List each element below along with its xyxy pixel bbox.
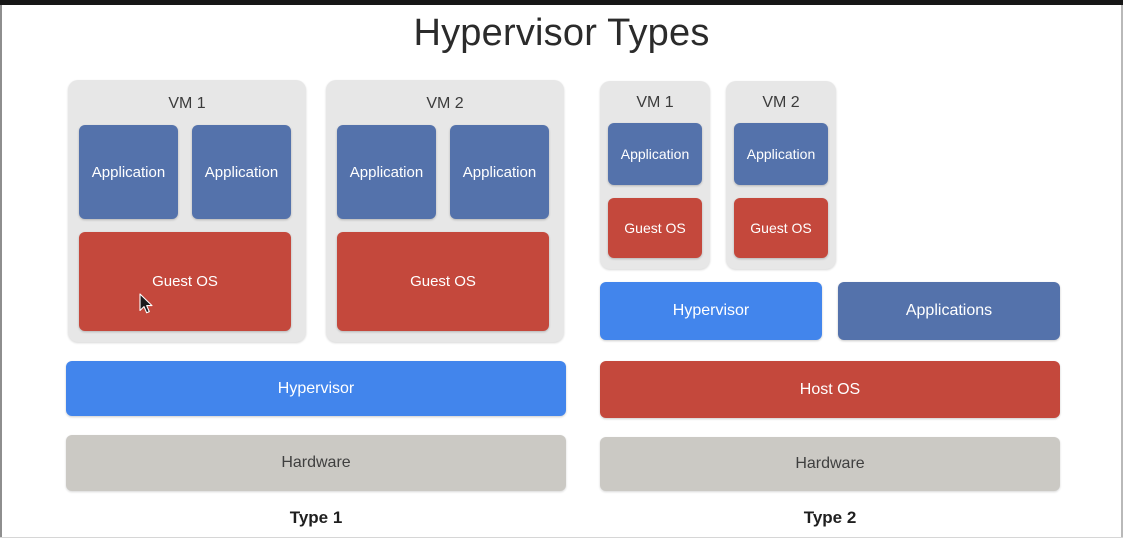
type1-vm1-app-2: Application bbox=[192, 125, 291, 219]
type1-vm1-guest-os: Guest OS bbox=[79, 232, 291, 331]
type2-caption: Type 2 bbox=[803, 508, 857, 527]
type1-vm2-app-2: Application bbox=[450, 125, 549, 219]
type1-vm2-container: VM 2 Application Application Guest OS bbox=[326, 80, 564, 342]
letterbox-top-bar bbox=[0, 0, 1123, 5]
type2-vm2-container: VM 2 Application Guest OS bbox=[726, 81, 836, 269]
type2-hypervisor-layer: Hypervisor bbox=[600, 282, 822, 340]
type2-vm1-container: VM 1 Application Guest OS bbox=[600, 81, 710, 269]
type1-vm1-app-1: Application bbox=[79, 125, 178, 219]
type2-hardware-layer: Hardware bbox=[600, 437, 1060, 491]
type2-vm1-guest-os: Guest OS bbox=[608, 198, 702, 258]
type1-vm1-label: VM 1 bbox=[168, 95, 206, 112]
type2-vm2-guest-os: Guest OS bbox=[734, 198, 828, 258]
frame-right-edge bbox=[1121, 5, 1123, 538]
type1-caption: Type 1 bbox=[289, 508, 343, 527]
type1-hypervisor-layer: Hypervisor bbox=[66, 361, 566, 416]
type1-vm2-label: VM 2 bbox=[426, 95, 464, 112]
type1-vm2-app-1: Application bbox=[337, 125, 436, 219]
type2-host-os-layer: Host OS bbox=[600, 361, 1060, 418]
type1-vm2-guest-os: Guest OS bbox=[337, 232, 549, 331]
type2-vm1-app-1: Application bbox=[608, 123, 702, 185]
type2-applications-layer: Applications bbox=[838, 282, 1060, 340]
frame-left-edge bbox=[0, 5, 2, 538]
type2-vm2-app-1: Application bbox=[734, 123, 828, 185]
type2-vm1-label: VM 1 bbox=[636, 94, 674, 111]
type1-vm1-container: VM 1 Application Application Guest OS bbox=[68, 80, 306, 342]
page-title: Hypervisor Types bbox=[413, 12, 710, 54]
type1-hardware-layer: Hardware bbox=[66, 435, 566, 491]
type2-vm2-label: VM 2 bbox=[762, 94, 800, 111]
